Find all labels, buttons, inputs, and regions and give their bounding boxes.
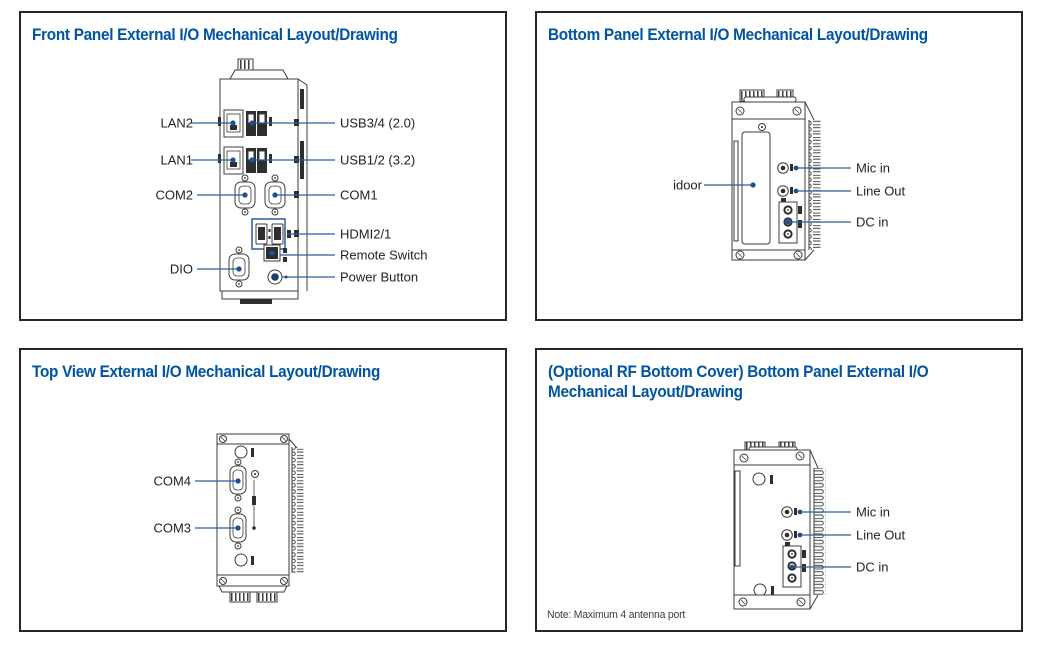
leader-lines <box>704 165 851 225</box>
port-labels: Mic in Line Out DC in <box>856 505 906 575</box>
label-com3: COM3 <box>153 521 191 536</box>
label-com1: COM1 <box>340 188 378 203</box>
label-com2: COM2 <box>155 188 193 203</box>
bottom-panel-section: Bottom Panel External I/O Mechanical Lay… <box>535 11 1023 321</box>
label-lan1: LAN1 <box>160 153 193 168</box>
label-power: Power Button <box>340 270 418 285</box>
label-dcin: DC in <box>856 215 889 230</box>
label-dio: DIO <box>170 262 193 277</box>
rf-title-line1: (Optional RF Bottom Cover) Bottom Panel … <box>548 362 929 381</box>
label-usb12: USB1/2 (3.2) <box>340 153 415 168</box>
top-view-title: Top View External I/O Mechanical Layout/… <box>32 362 381 381</box>
port-labels: COM4 COM3 <box>153 474 191 536</box>
grounding-stud <box>251 470 259 530</box>
label-remote: Remote Switch <box>340 248 427 263</box>
top-view-section: Top View External I/O Mechanical Layout/… <box>19 348 507 632</box>
label-lineout: Line Out <box>856 528 906 543</box>
label-mic: Mic in <box>856 161 890 176</box>
front-panel-section: Front Panel External I/O Mechanical Layo… <box>19 11 507 321</box>
line-out-jack <box>777 185 793 197</box>
idoor-cover <box>741 131 771 245</box>
label-lan2: LAN2 <box>160 116 193 131</box>
front-panel-drawing: LAN2 USB3/4 (2.0) LAN1 USB1/2 (3.2) COM2… <box>155 58 427 304</box>
device-outline <box>731 89 821 261</box>
label-idoor: idoor <box>673 178 703 193</box>
device-outline <box>733 441 826 610</box>
rf-bottom-cover-drawing: Mic in Line Out DC in <box>733 441 906 610</box>
leader-lines <box>195 478 241 531</box>
label-hdmi: HDMI2/1 <box>340 227 391 242</box>
label-lineout: Line Out <box>856 184 906 199</box>
rf-bottom-cover-section: (Optional RF Bottom Cover) Bottom Panel … <box>535 348 1023 632</box>
antenna-hole-top <box>752 472 766 486</box>
leader-lines <box>789 509 851 570</box>
label-usb34: USB3/4 (2.0) <box>340 116 415 131</box>
label-mic: Mic in <box>856 505 890 520</box>
hdmi-ports <box>251 218 291 250</box>
rf-bottom-cover-title: (Optional RF Bottom Cover) Bottom Panel … <box>548 362 929 402</box>
line-out-jack <box>781 529 797 541</box>
front-panel-title: Front Panel External I/O Mechanical Layo… <box>32 25 398 44</box>
mic-in-jack <box>777 162 793 174</box>
port-labels: LAN2 USB3/4 (2.0) LAN1 USB1/2 (3.2) COM2… <box>155 116 427 285</box>
bottom-panel-title: Bottom Panel External I/O Mechanical Lay… <box>548 25 928 44</box>
port-labels: idoor Mic in Line Out DC in <box>673 161 905 230</box>
rf-title-line2: Mechanical Layout/Drawing <box>548 382 743 401</box>
bottom-panel-drawing: idoor Mic in Line Out DC in <box>673 89 906 261</box>
antenna-note: Note: Maximum 4 antenna port <box>547 609 686 621</box>
label-com4: COM4 <box>153 474 191 489</box>
top-view-drawing: COM4 COM3 <box>153 433 304 603</box>
device-outline <box>216 433 304 603</box>
mic-in-jack <box>781 506 797 518</box>
label-dcin: DC in <box>856 560 889 575</box>
leader-lines <box>191 120 335 278</box>
